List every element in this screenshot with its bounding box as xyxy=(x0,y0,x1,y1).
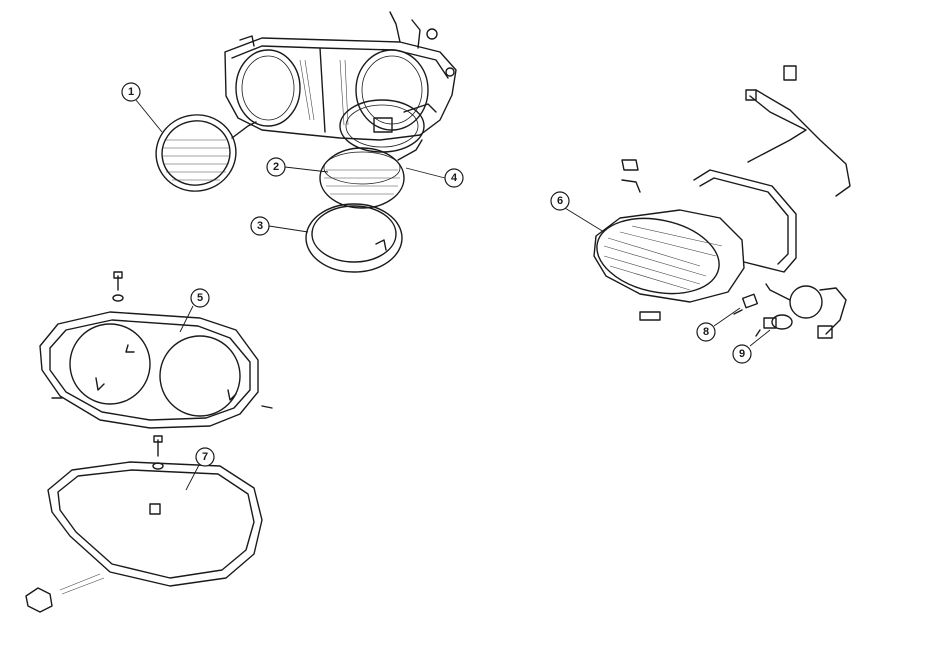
part-9-bulb xyxy=(755,314,793,337)
callout-8-label: 8 xyxy=(703,326,709,338)
callout-6-label: 6 xyxy=(557,195,563,207)
part-5-twin-bezel xyxy=(39,271,273,429)
callout-9: 9 xyxy=(732,344,752,364)
callout-7: 7 xyxy=(195,447,215,467)
callout-4-label: 4 xyxy=(451,172,458,184)
callout-5: 5 xyxy=(190,288,210,308)
part-7-gasket xyxy=(25,435,263,613)
callout-8: 8 xyxy=(696,322,716,342)
callout-6: 6 xyxy=(550,191,570,211)
part-1-lamp-unit xyxy=(155,114,257,192)
callout-1: 1 xyxy=(121,82,141,102)
part-8-bulb-clip xyxy=(733,293,759,315)
callout-7-label: 7 xyxy=(202,451,208,463)
leader-lines xyxy=(135,99,771,491)
callout-5-label: 5 xyxy=(197,292,203,304)
headlamp-housing-bracket xyxy=(224,11,457,141)
part-3-retaining-rim xyxy=(305,203,403,273)
callout-2-label: 2 xyxy=(273,161,279,173)
callout-2: 2 xyxy=(266,157,286,177)
callout-3: 3 xyxy=(250,216,270,236)
part-4-mounting-ring xyxy=(339,99,437,153)
callout-1-label: 1 xyxy=(128,86,134,98)
callout-9-label: 9 xyxy=(739,348,745,360)
callout-4: 4 xyxy=(444,168,464,188)
part-6-headlamp-assembly xyxy=(593,65,851,339)
part-2-inner-lamp xyxy=(319,139,423,209)
callout-3-label: 3 xyxy=(257,220,263,232)
